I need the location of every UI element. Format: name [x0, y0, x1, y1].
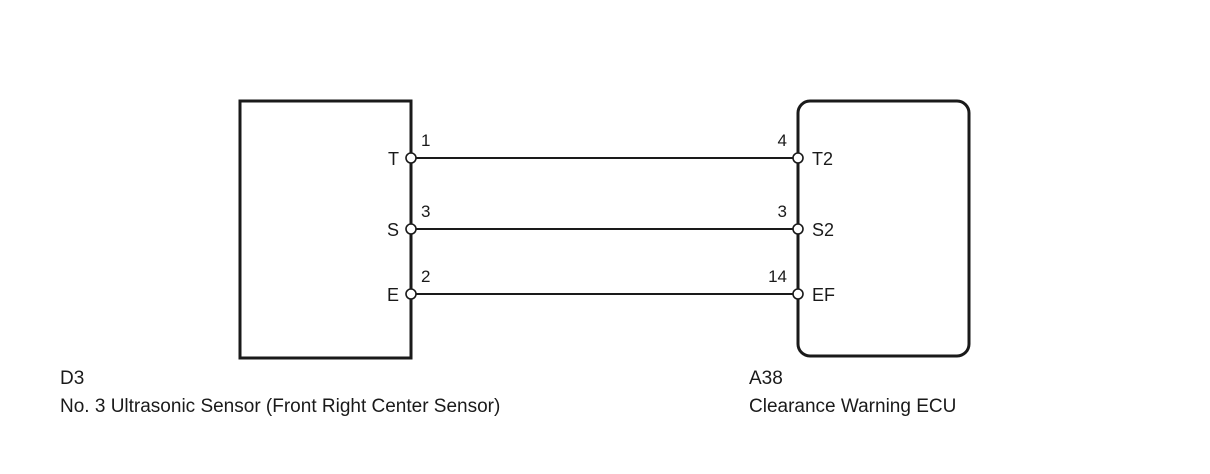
right-pin-number-s2: 3: [778, 202, 787, 221]
terminal-right-ef: [792, 288, 804, 300]
terminal-left-s: [405, 223, 417, 235]
right-component-code: A38: [749, 368, 783, 389]
left-component-name: No. 3 Ultrasonic Sensor (Front Right Cen…: [60, 396, 500, 417]
right-pin-label-s2: S2: [812, 220, 834, 240]
right-pin-number-t2: 4: [778, 131, 787, 150]
terminal-right-s2: [792, 223, 804, 235]
right-component-name: Clearance Warning ECU: [749, 396, 956, 417]
left-pin-label-s: S: [387, 220, 399, 240]
left-pin-number-t: 1: [421, 131, 430, 150]
left-component-code: D3: [60, 368, 84, 389]
right-pin-number-ef: 14: [768, 267, 787, 286]
sensor-d3-box: [238, 99, 413, 360]
left-pin-number-e: 2: [421, 267, 430, 286]
right-pin-label-t2: T2: [812, 149, 833, 169]
terminal-left-e: [405, 288, 417, 300]
terminal-left-t: [405, 152, 417, 164]
terminal-right-t2: [792, 152, 804, 164]
right-pin-label-ef: EF: [812, 285, 835, 305]
left-pin-label-e: E: [387, 285, 399, 305]
left-pin-number-s: 3: [421, 202, 430, 221]
left-pin-label-t: T: [388, 149, 399, 169]
